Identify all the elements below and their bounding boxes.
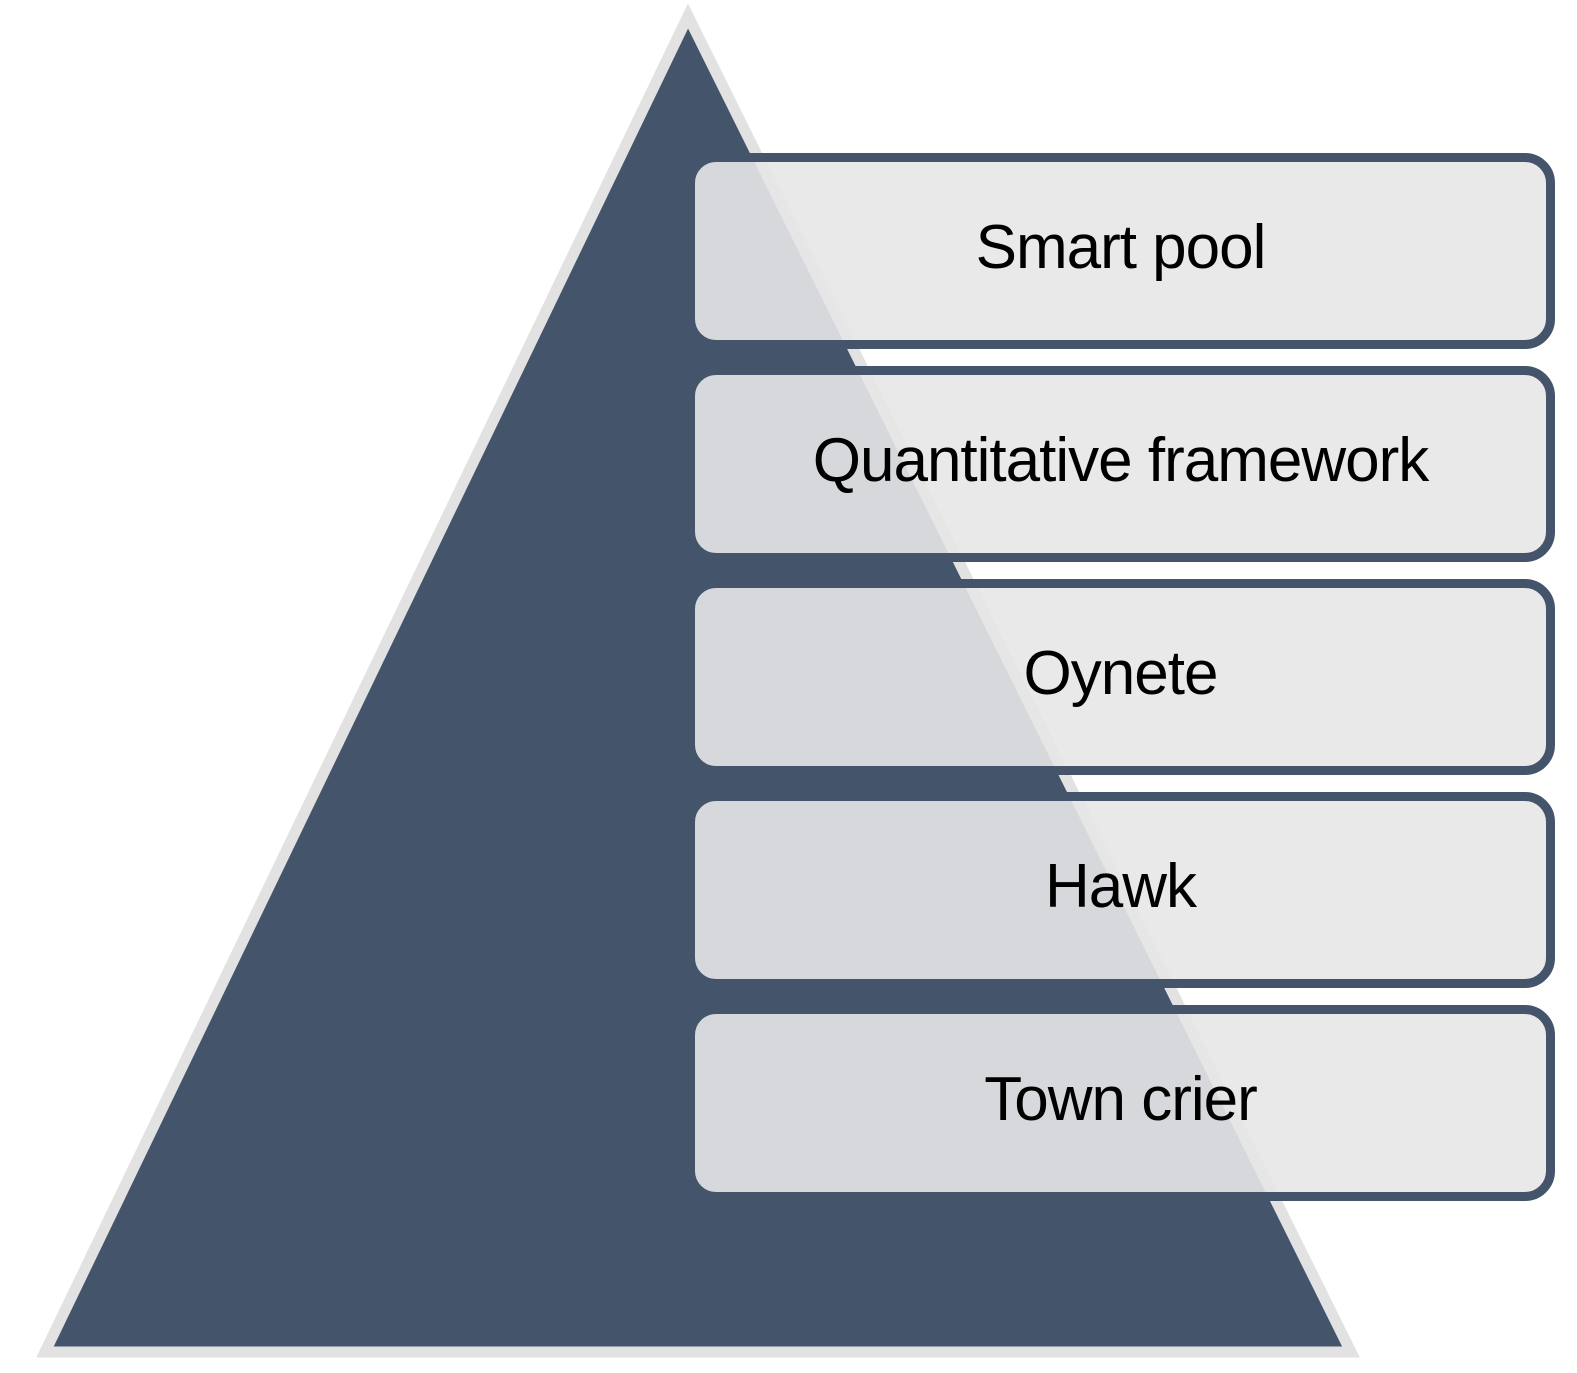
pyramid-level-2: Quantitative framework bbox=[686, 366, 1555, 562]
pyramid-level-2-label: Quantitative framework bbox=[812, 426, 1429, 495]
pyramid-level-1: Smart pool bbox=[686, 153, 1555, 349]
pyramid-level-3-label: Oynete bbox=[1023, 639, 1219, 708]
pyramid-level-4: Hawk bbox=[686, 792, 1555, 988]
pyramid-level-1-label: Smart pool bbox=[975, 213, 1267, 282]
pyramid-level-5: Town crier bbox=[686, 1005, 1555, 1201]
pyramid-level-5-label: Town crier bbox=[984, 1065, 1258, 1134]
pyramid-level-3: Oynete bbox=[686, 579, 1555, 775]
pyramid-level-4-label: Hawk bbox=[1044, 852, 1197, 921]
